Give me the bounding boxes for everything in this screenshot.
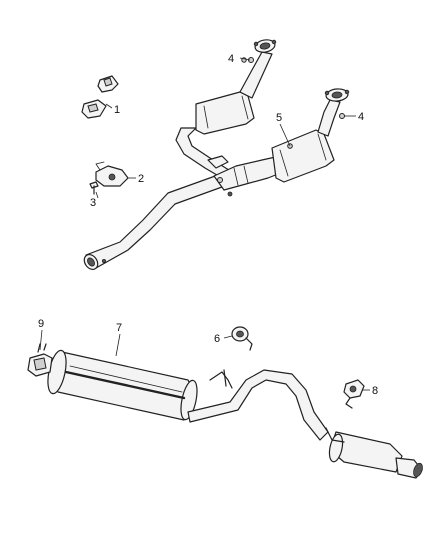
right-flange-stud [324,90,330,96]
tailpipe [187,369,329,441]
left-flange-stud [271,39,277,45]
tailpipe-hanger-rod-bend [223,369,227,387]
callout-labels: 1 2 3 4 4 5 6 7 8 9 [38,53,378,397]
muffler [49,351,195,421]
hanger-isolator [231,326,253,351]
callout-3: 3 [90,197,96,209]
merge-fastener [217,177,223,183]
leader-5 [279,123,291,147]
left-flange-port [259,42,271,50]
rear-isolator-hole [349,385,357,393]
collector-clamp [233,165,249,186]
merge-bracket [207,155,229,169]
muffler-inlet-clamp-band [33,357,47,371]
hanger-mount-hole [108,173,116,181]
rear-hanger-isolator [343,379,365,409]
right-flange-stud [344,89,350,95]
merge-fastener [227,191,233,197]
muffler-seam [64,370,186,400]
leader-1 [105,103,113,109]
right-catalytic-converter [271,129,335,183]
right-o2-sensor [339,113,345,119]
right-flange-port [331,91,343,99]
hanger-bracket-upper-slot [103,77,113,87]
callout-8: 8 [372,385,378,397]
pipe-inlet-bore [87,257,95,267]
right-converter-inlet [317,99,341,137]
hanger-bracket-lower-slot [87,103,99,113]
muffler-assembly [27,343,423,479]
left-down-pipe [175,127,233,179]
isolator-hole [236,330,244,338]
leader-6 [223,335,233,339]
muffler-inlet-clamp-bolt [37,343,47,353]
left-converter-seams [203,95,249,129]
callout-2: 2 [138,173,144,185]
left-catalytic-converter [195,91,255,135]
leader-lines [39,57,370,391]
leader-7 [115,333,121,357]
leader-3 [95,191,99,199]
right-converter-seams [279,133,327,177]
exhaust-tip-bore [413,462,423,478]
leader-4a [239,57,251,61]
callout-9: 9 [38,318,44,330]
callout-1: 1 [114,104,120,116]
callout-6: 6 [214,333,220,345]
hanger-mount-tab [95,161,105,171]
left-flange-stud [253,41,259,47]
pipe-hole [102,258,107,263]
callout-4-left: 4 [228,53,234,65]
muffler-seam-edge [69,365,183,393]
rear-isolator-strap [345,397,353,409]
resonator-hanger [325,427,345,443]
callout-7: 7 [116,322,122,334]
hanger-brackets [81,75,129,195]
leader-9 [39,329,43,351]
isolator-strap [245,337,253,351]
tailpipe-hanger-rod [209,371,233,389]
left-converter-inlet [239,51,273,99]
y-pipe-assembly [83,39,350,271]
callout-5: 5 [276,112,282,124]
mounting-bolt [89,181,99,189]
callout-4-right: 4 [358,111,364,123]
